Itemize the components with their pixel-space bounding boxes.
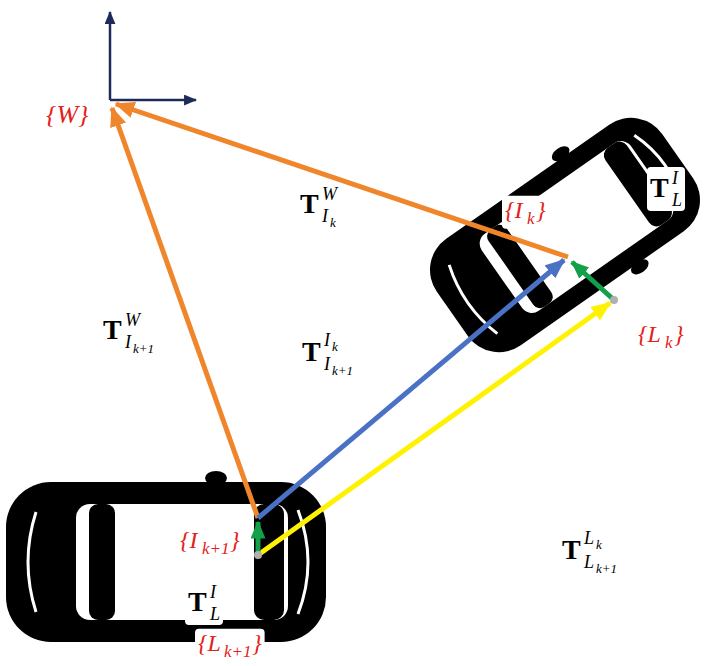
frame-label: } (536, 198, 546, 222)
car-windshield (600, 138, 675, 230)
lidar-origin-dot (610, 296, 618, 304)
label-patch (177, 526, 243, 559)
transform-index: k (596, 538, 602, 551)
label-patch (647, 167, 685, 211)
frame-label: } (230, 528, 240, 552)
imu-relative-arrow (258, 260, 564, 518)
transform-index: I (672, 169, 678, 187)
frame-label: k+1 (202, 540, 230, 557)
car-body (6, 482, 326, 642)
frame-label: k (527, 210, 535, 227)
transform-index: L (584, 529, 594, 547)
car-roof (475, 136, 678, 317)
world-pose-arrow (116, 104, 568, 257)
frame-label: {L (198, 631, 221, 655)
transform-index: I (324, 331, 330, 349)
transform-index: k (332, 340, 338, 353)
transform-index: I (324, 355, 330, 373)
frame-label: {W} (46, 102, 88, 128)
label-patch (635, 320, 687, 353)
world-axis (110, 99, 196, 102)
transform-index: W (322, 185, 337, 203)
transform-symbol: T (650, 174, 669, 202)
car-windshield (254, 504, 284, 620)
label-patch (43, 100, 91, 130)
label-patch (502, 196, 549, 229)
transform-symbol: T (188, 588, 207, 616)
transform-index: L (672, 191, 682, 209)
transform-symbol: T (103, 316, 122, 344)
world-pose-arrow (112, 108, 258, 518)
lidar-origin-dot (254, 551, 262, 559)
transform-symbol: T (562, 536, 581, 564)
transform-index: I (322, 207, 328, 225)
car-trunk-line (444, 265, 498, 338)
transform-index: k (330, 216, 336, 229)
label-patch (185, 581, 223, 625)
frame-label: k (665, 334, 673, 351)
transform-index: W (125, 311, 140, 329)
transform-index: k+1 (133, 342, 154, 355)
car-roof (76, 504, 288, 620)
world-axis (109, 12, 112, 100)
transform-index: I (210, 583, 216, 601)
frame-label: } (252, 631, 262, 655)
frame-label: {I (180, 528, 198, 552)
transform-symbol: T (300, 190, 319, 218)
transform-index: I (125, 333, 131, 351)
frame-label: {I (505, 198, 523, 222)
transform-index: k+1 (596, 562, 617, 575)
extrinsic-arrow (572, 262, 614, 300)
lidar-relative-arrow (258, 303, 610, 555)
frame-label: } (674, 322, 684, 346)
extrinsic-arrow (256, 522, 261, 555)
transform-index: L (584, 553, 594, 571)
car-body (415, 103, 715, 367)
transform-index: L (210, 605, 220, 623)
frame-label: k+1 (224, 643, 252, 660)
label-patch (195, 629, 265, 662)
label-patches (43, 100, 687, 662)
car-trunk-line (28, 512, 36, 612)
transform-index: k+1 (332, 364, 353, 377)
frame-label: {L (638, 322, 661, 346)
car-rear-window (89, 504, 115, 620)
transform-symbol: T (302, 338, 321, 366)
